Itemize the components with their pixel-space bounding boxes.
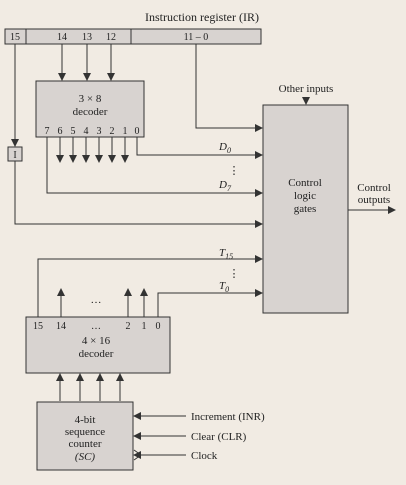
clock-edge-symbol <box>133 449 142 461</box>
decoder-3x8-output-arrows <box>56 137 129 163</box>
counter-to-decoder-lines <box>56 373 124 401</box>
increment-input-label: Increment (INR) <box>191 411 265 423</box>
d0-signal-label: D0 <box>218 141 231 155</box>
t15-signal-label: T15 <box>219 247 233 261</box>
decoder-3x8-output-7: 7 <box>45 126 50 137</box>
ir-bit-13: 13 <box>82 32 92 43</box>
other-inputs-label: Other inputs <box>279 83 334 95</box>
decoder-3x8-output-2: 2 <box>110 126 115 137</box>
ir-bit-15: 15 <box>10 32 20 43</box>
svg-text:4-bit: 4-bit <box>75 414 96 426</box>
decoder-3x8-output-6: 6 <box>58 126 63 137</box>
svg-text:gates: gates <box>294 203 317 215</box>
counter-input-arrows <box>133 412 186 459</box>
decoder-4x16-output-1: 1 <box>142 321 147 332</box>
decoder-4x16-output-0: 0 <box>156 321 161 332</box>
decoder-3x8-label: decoder <box>73 106 108 118</box>
control-outputs-label-2: outputs <box>358 194 390 206</box>
decoder-4x16-label: decoder <box>79 348 114 360</box>
decoder-3x8-output-3: 3 <box>97 126 102 137</box>
d-signal-ellipsis: ⋮ <box>229 165 240 177</box>
decoder-3x8-output-0: 0 <box>135 126 140 137</box>
clock-input-label: Clock <box>191 450 218 462</box>
ir-opcode-lines <box>58 44 115 81</box>
decoder-3x8-output-4: 4 <box>84 126 89 137</box>
decoder-3x8-output-5: 5 <box>71 126 76 137</box>
svg-text:logic: logic <box>294 190 316 202</box>
d7-signal-label: D7 <box>218 179 232 193</box>
ir-bit-14: 14 <box>57 32 67 43</box>
sequence-counter: 4-bit sequence counter (SC) <box>36 401 134 471</box>
decoder-4x16-output-2: 2 <box>126 321 131 332</box>
instruction-register-title: Instruction register (IR) <box>145 10 259 24</box>
svg-text:counter: counter <box>69 438 102 450</box>
svg-text:Control: Control <box>288 177 322 189</box>
address-field-line <box>195 44 263 132</box>
flipflop-i: I <box>7 146 23 162</box>
decoder-3x8-output-1: 1 <box>123 126 128 137</box>
decoder-4x16-output-ellipsis: … <box>91 321 101 332</box>
ir-address-field: 11 – 0 <box>184 32 209 43</box>
t-signal-ellipsis: ⋮ <box>229 268 240 280</box>
clear-input-label: Clear (CLR) <box>191 431 247 443</box>
instruction-register: 15 14 13 12 11 – 0 <box>4 28 262 45</box>
decoder-4x16-output-ellipsis: … <box>91 294 102 306</box>
control-outputs-label-1: Control <box>357 182 391 194</box>
decoder-4x16-output-15: 15 <box>33 321 43 332</box>
decoder-4x16-output-14: 14 <box>56 321 66 332</box>
decoder-4x16-title: 4 × 16 <box>82 335 111 347</box>
d-signal-lines <box>46 137 263 197</box>
svg-text:I: I <box>13 150 16 161</box>
decoder-3x8-title: 3 × 8 <box>79 93 102 105</box>
svg-text:sequence: sequence <box>65 426 105 438</box>
control-logic-gates: Control logic gates <box>262 104 349 314</box>
t0-signal-label: T0 <box>219 280 229 294</box>
ir-bit-12: 12 <box>106 32 116 43</box>
decoder-4x16-output-arrows <box>57 288 148 317</box>
t-signal-lines <box>37 255 263 317</box>
svg-text:(SC): (SC) <box>75 451 96 463</box>
flipflop-i-line <box>14 161 263 228</box>
